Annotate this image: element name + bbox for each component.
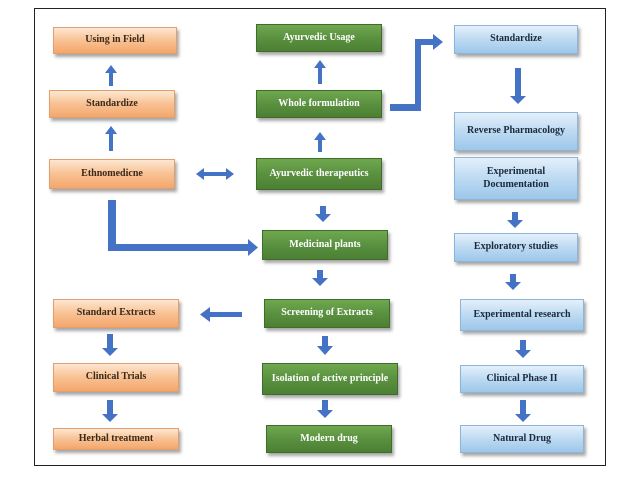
clinical-trials-box: Clinical Trials	[53, 363, 179, 392]
exploratory-studies-label: Exploratory studies	[473, 241, 559, 253]
whole-formulation-box: Whole formulation	[256, 90, 382, 118]
arrow-standardize-to-using-in-field	[105, 65, 117, 86]
arrow-standardize-to-reverse-pharmacology	[510, 68, 526, 104]
medicinal-plants-box: Medicinal plants	[262, 230, 388, 260]
ayurvedic-usage-box: Ayurvedic Usage	[256, 24, 382, 52]
arrow-ethnomedicne-to-standardize	[105, 126, 117, 151]
arrow-screening-to-standard-extracts	[200, 307, 242, 322]
arrow-exploratory-to-experimental-research	[505, 274, 521, 290]
using-in-field-box: Using in Field	[53, 27, 177, 54]
screening-of-extracts-label: Screening of Extracts	[281, 307, 373, 319]
experimental-research-box: Experimental research	[460, 299, 584, 331]
standardize-left-label: Standardize	[86, 97, 138, 109]
arrow-whole-formulation-to-ayurvedic-usage	[314, 60, 326, 84]
standardize-right-box: Standardize	[454, 25, 578, 54]
isolation-of-active-principle-box: Isolation of active principle	[262, 363, 398, 395]
arrow-therapeutics-to-medicinal-plants	[315, 206, 331, 222]
arrow-whole-formulation-to-standardize	[390, 34, 443, 111]
experimental-research-label: Experimental research	[473, 308, 571, 320]
clinical-phase-ii-label: Clinical Phase II	[486, 372, 558, 384]
standardize-right-label: Standardize	[490, 33, 542, 45]
ayurvedic-therapeutics-box: Ayurvedic therapeutics	[256, 158, 382, 190]
modern-drug-label: Modern drug	[300, 432, 358, 444]
medicinal-plants-label: Medicinal plants	[289, 238, 361, 250]
clinical-phase-ii-box: Clinical Phase II	[460, 365, 584, 393]
arrow-screening-to-isolation	[317, 336, 333, 355]
arrow-standard-extracts-to-clinical-trials	[102, 334, 118, 356]
arrow-ethnomedicne-therapeutics-bidirectional	[196, 168, 234, 180]
arrow-therapeutics-to-whole-formulation	[314, 132, 326, 152]
arrow-documentation-to-exploratory	[507, 212, 523, 228]
arrow-isolation-to-modern-drug	[317, 400, 333, 418]
herbal-treatment-box: Herbal treatment	[53, 428, 179, 450]
experimental-documentation-label: Experimental Documentation	[483, 166, 549, 190]
arrow-clinical-trials-to-herbal-treatment	[102, 400, 118, 422]
standardize-left-box: Standardize	[49, 90, 175, 118]
clinical-trials-label: Clinical Trials	[85, 371, 147, 383]
reverse-pharmacology-label: Reverse Pharmacology	[466, 125, 566, 137]
standard-extracts-label: Standard Extracts	[76, 307, 156, 319]
ayurvedic-usage-label: Ayurvedic Usage	[283, 31, 355, 43]
arrow-medicinal-plants-to-screening	[312, 270, 328, 286]
arrow-research-to-clinical-phase	[515, 340, 531, 358]
ethnomedicne-box: Ethnomedicne	[49, 159, 175, 189]
screening-of-extracts-box: Screening of Extracts	[264, 299, 390, 328]
isolation-of-active-principle-label: Isolation of active principle	[271, 372, 389, 384]
ethnomedicne-label: Ethnomedicne	[81, 167, 143, 179]
arrow-clinical-phase-to-natural-drug	[515, 400, 531, 422]
whole-formulation-label: Whole formulation	[278, 97, 360, 109]
natural-drug-box: Natural Drug	[460, 425, 584, 453]
arrow-ethnomedicne-to-medicinal-plants	[108, 200, 258, 256]
modern-drug-box: Modern drug	[266, 425, 392, 453]
experimental-documentation-box: Experimental Documentation	[454, 157, 578, 200]
exploratory-studies-box: Exploratory studies	[454, 233, 578, 262]
using-in-field-label: Using in Field	[85, 34, 145, 46]
standard-extracts-box: Standard Extracts	[53, 299, 179, 328]
reverse-pharmacology-box: Reverse Pharmacology	[454, 112, 578, 151]
herbal-treatment-label: Herbal treatment	[78, 432, 154, 444]
ayurvedic-therapeutics-label: Ayurvedic therapeutics	[269, 167, 369, 179]
natural-drug-label: Natural Drug	[492, 432, 552, 444]
